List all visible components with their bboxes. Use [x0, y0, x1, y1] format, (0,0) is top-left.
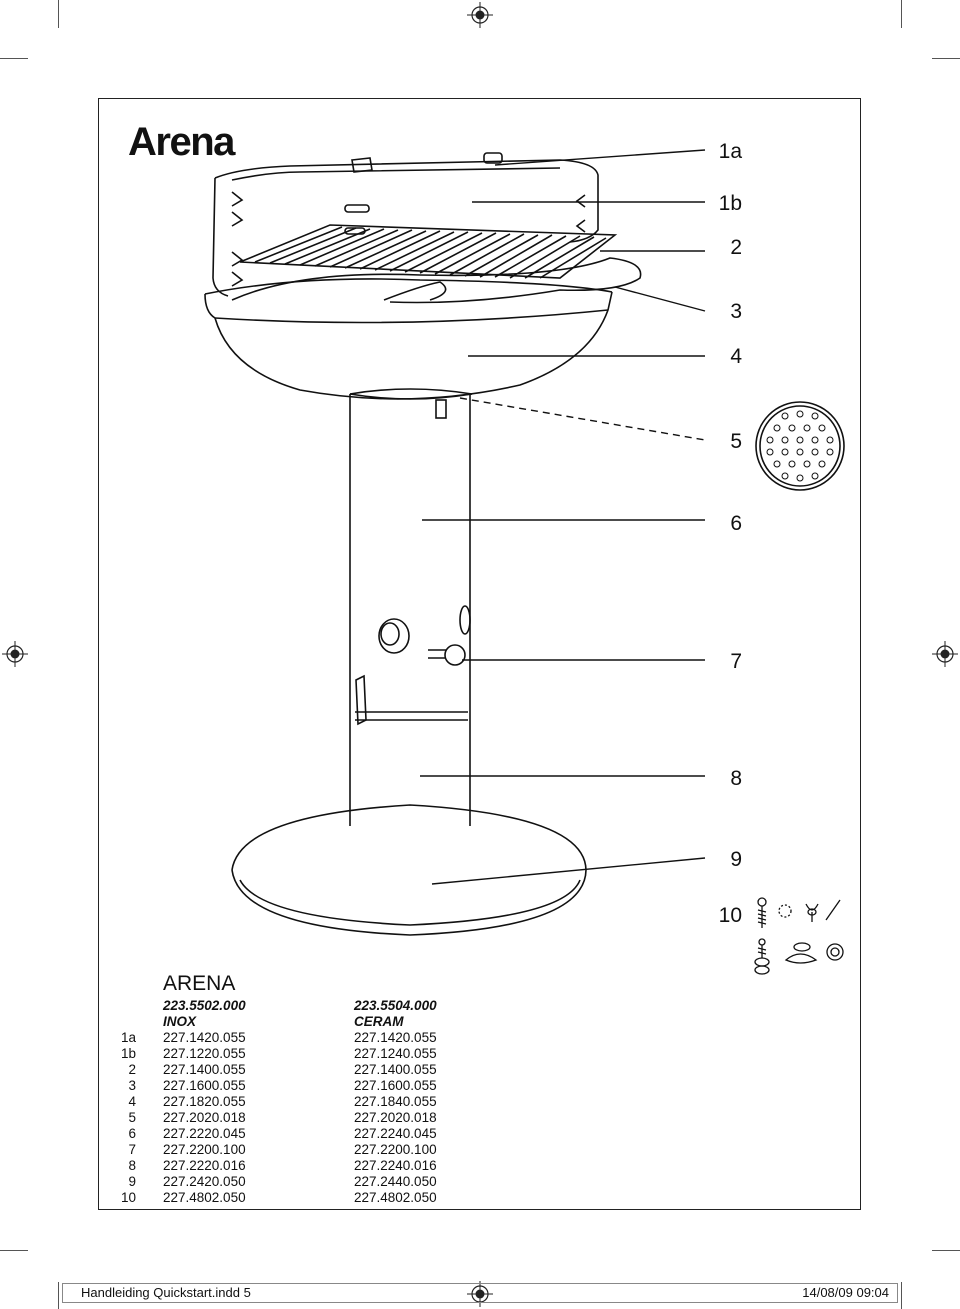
- file-name: Handleiding Quickstart.indd 5: [81, 1285, 251, 1300]
- ceram-part-code: 227.2020.018: [354, 1110, 437, 1125]
- registration-mark-icon: [932, 641, 958, 667]
- inox-part-code: 227.1420.055: [163, 1030, 246, 1045]
- callout-label: 4: [730, 345, 742, 368]
- part-5-grid-plate-icon: [755, 401, 845, 491]
- ceram-part-code: 227.2200.100: [354, 1142, 437, 1157]
- page-frame: [98, 98, 861, 1210]
- inox-part-code: 227.2220.016: [163, 1158, 246, 1173]
- crop-mark: [58, 0, 59, 28]
- ceram-part-code: 227.2440.050: [354, 1174, 437, 1189]
- ceram-part-code: 227.1400.055: [354, 1062, 437, 1077]
- callout-label: 2: [730, 236, 742, 259]
- crop-mark: [901, 1282, 902, 1309]
- part-number: 2: [128, 1062, 136, 1077]
- part-number: 6: [128, 1126, 136, 1141]
- part-number: 8: [128, 1158, 136, 1173]
- inox-part-code: 227.2020.018: [163, 1110, 246, 1125]
- callout-label: 9: [730, 848, 742, 871]
- inox-part-code: 227.2220.045: [163, 1126, 246, 1141]
- part-number: 1a: [120, 1030, 136, 1045]
- part-10-hardware-icon: [754, 897, 844, 975]
- crop-mark: [0, 1250, 28, 1251]
- crop-mark: [0, 58, 28, 59]
- callout-label: 3: [730, 300, 742, 323]
- part-number: 7: [128, 1142, 136, 1157]
- callout-label: 8: [730, 767, 742, 790]
- ceram-part-code: 227.1600.055: [354, 1078, 437, 1093]
- registration-mark-icon: [2, 641, 28, 667]
- registration-mark-icon: [467, 2, 493, 28]
- part-1a-grill-frame: [212, 152, 599, 297]
- part-4-bowl: [204, 278, 613, 400]
- part-number: 10: [120, 1190, 136, 1205]
- part-number: 5: [128, 1110, 136, 1125]
- callout-label: 1b: [718, 192, 742, 215]
- inox-part-code: 227.1220.055: [163, 1046, 246, 1061]
- callout-label: 10: [718, 904, 742, 927]
- leader-lines: [420, 149, 706, 885]
- callout-label: 6: [730, 512, 742, 535]
- part-number: 3: [128, 1078, 136, 1093]
- ceram-part-code: 227.2240.045: [354, 1126, 437, 1141]
- crop-mark: [932, 58, 960, 59]
- inox-part-code: 227.2420.050: [163, 1174, 246, 1189]
- parts-list-heading: ARENA: [163, 972, 236, 995]
- part-9-base: [231, 804, 587, 936]
- inox-part-code: 227.1820.055: [163, 1094, 246, 1109]
- part-2-grill-grate: [239, 224, 618, 279]
- inox-part-code: 227.4802.050: [163, 1190, 246, 1205]
- crop-mark: [932, 1250, 960, 1251]
- inox-part-code: 227.1400.055: [163, 1062, 246, 1077]
- ceram-model-code: 223.5504.000: [354, 998, 437, 1013]
- ceram-part-code: 227.2240.016: [354, 1158, 437, 1173]
- inox-part-code: 227.2200.100: [163, 1142, 246, 1157]
- print-date: 14/08/09 09:04: [802, 1285, 889, 1300]
- part-number: 1b: [120, 1046, 136, 1061]
- callout-label: 7: [730, 650, 742, 673]
- callout-label: 1a: [718, 140, 742, 163]
- ceram-part-code: 227.1840.055: [354, 1094, 437, 1109]
- ceram-part-code: 227.4802.050: [354, 1190, 437, 1205]
- part-number: 4: [128, 1094, 136, 1109]
- part-number: 9: [128, 1174, 136, 1189]
- ceram-part-code: 227.1240.055: [354, 1046, 437, 1061]
- inox-finish-label: INOX: [163, 1014, 197, 1029]
- page-title: Arena: [128, 120, 235, 164]
- print-slug: Handleiding Quickstart.indd 5 14/08/09 0…: [62, 1283, 898, 1303]
- ceram-finish-label: CERAM: [354, 1014, 404, 1029]
- inox-model-code: 223.5502.000: [163, 998, 246, 1013]
- part-3-ring: [231, 257, 642, 304]
- inox-part-code: 227.1600.055: [163, 1078, 246, 1093]
- crop-mark: [901, 0, 902, 28]
- callout-label: 5: [730, 430, 742, 453]
- ceram-part-code: 227.1420.055: [354, 1030, 437, 1045]
- crop-mark: [58, 1282, 59, 1309]
- part-6-column: [349, 388, 473, 826]
